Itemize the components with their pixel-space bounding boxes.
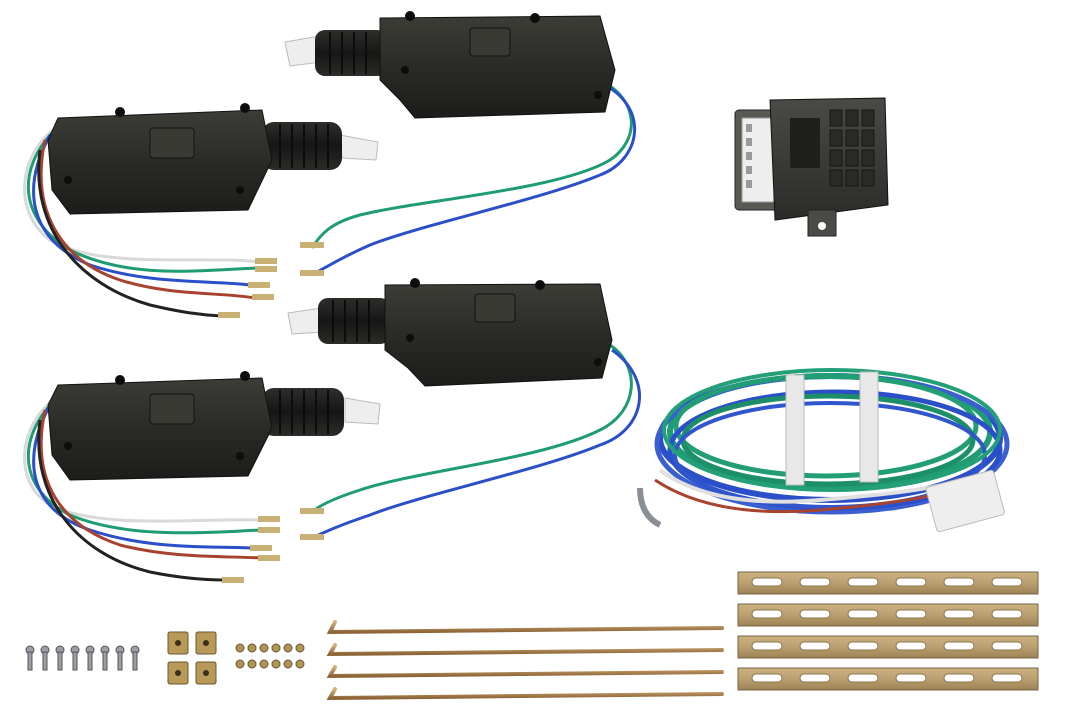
wiring-harness [637,368,1010,533]
small-screws [235,643,305,669]
mounting-brackets [737,571,1039,691]
screws-set [25,645,140,671]
rod-clamps [167,631,217,685]
actuator-left-bottom-5wire [23,371,381,583]
actuator-middle-2wire [287,278,641,540]
linkage-rods [326,620,724,701]
control-module [734,97,889,237]
actuator-left-top-5wire [23,103,379,318]
actuator-top-2wire [284,11,637,277]
